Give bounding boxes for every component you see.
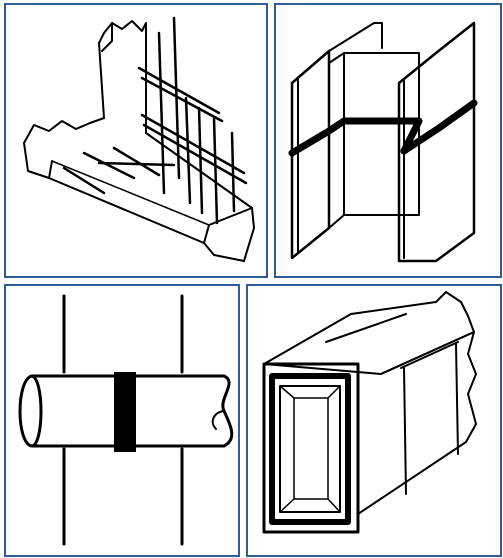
rebar-footing-illustration <box>4 3 268 278</box>
panel-rebar-footing <box>4 3 268 278</box>
panel-pipe-collar <box>4 284 240 557</box>
panel-h-column <box>274 3 502 278</box>
box-section-illustration <box>246 284 502 557</box>
pipe-collar-illustration <box>4 284 240 557</box>
panel-box-section <box>246 284 502 557</box>
h-column-illustration <box>274 3 502 278</box>
